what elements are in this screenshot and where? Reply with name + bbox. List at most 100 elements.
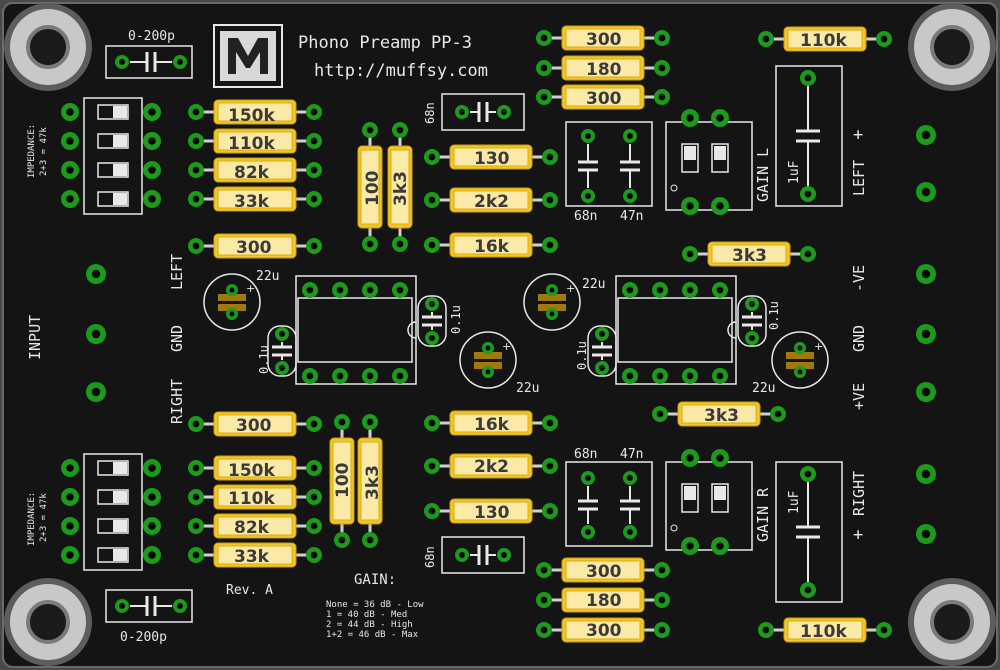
r-110k-bottom: 110k [800, 622, 847, 642]
pad-drill [599, 365, 605, 371]
pad-drill [148, 137, 156, 145]
out-right-label: RIGHT [850, 471, 868, 516]
cap-footprint-top [105, 45, 193, 79]
mount-drill [26, 600, 70, 644]
gain-r-label: GAIN R [754, 487, 772, 542]
dip-knob [113, 106, 127, 118]
resistor-label-area [360, 149, 380, 225]
resistor-label-area [217, 131, 293, 151]
pad-drill [192, 108, 200, 116]
r-mid-bottom-3: 130 [474, 503, 510, 523]
cap-68n-bottom-label: 68n [423, 546, 437, 568]
r-3k3-vert-bottom: 3k3 [363, 465, 383, 500]
cap-1uf-bottom-outline [775, 461, 843, 603]
cap-68n-l-label: 68n [574, 209, 597, 224]
pad-drill [310, 166, 318, 174]
electrolytic-outline [459, 331, 517, 389]
cap-47n-r-label: 47n [620, 447, 643, 462]
resistor-label-area [565, 28, 641, 48]
pad-drill [749, 301, 755, 307]
cap-1uf-top-label: 1uF [787, 160, 802, 184]
pos-ve-label: +VE [850, 383, 868, 410]
pad-drill [716, 286, 724, 294]
electrolytic-stripe [538, 304, 566, 311]
polarity-mark: + [502, 340, 511, 353]
r-imp-top-4: 33k [234, 192, 270, 212]
electrolytic-stripe [474, 352, 502, 359]
pad-drill [428, 419, 436, 427]
dip-knob [113, 520, 127, 532]
pad-drill [310, 464, 318, 472]
pad-drill [658, 93, 666, 101]
r-3k3-top: 3k3 [732, 246, 767, 266]
pad-drill [192, 464, 200, 472]
polarity-mark: + [814, 340, 823, 353]
r-imp-bottom-3: 82k [234, 518, 270, 538]
cap-68n-r-label: 68n [574, 447, 597, 462]
pad-drill [585, 475, 591, 481]
gain-knob [714, 486, 726, 500]
cap-68n-top-label: 68n [423, 102, 437, 124]
pad-drill [396, 372, 404, 380]
pad-drill [485, 369, 491, 375]
pad-drill [336, 286, 344, 294]
pad-drill [546, 462, 554, 470]
mount-drill [930, 25, 974, 69]
pad-drill [540, 566, 548, 574]
pad-drill [366, 372, 374, 380]
cap-22u-label-2: 22u [516, 381, 539, 396]
pad-drill [119, 59, 125, 65]
pad-drill [626, 372, 634, 380]
pad-drill [716, 454, 724, 462]
electrolytic-outline [523, 273, 581, 331]
pad-drill [921, 529, 931, 539]
pad-drill [366, 126, 374, 134]
pad-drill [66, 464, 74, 472]
pad-drill [686, 250, 694, 258]
electrolytic-stripe [474, 362, 502, 369]
dip-slot [97, 518, 129, 534]
pad-drill [366, 418, 374, 426]
component-layer: ++++ [61, 25, 936, 643]
pad-drill [192, 242, 200, 250]
board-url: http://muffsy.com [314, 61, 488, 81]
resistor-label-area [787, 29, 863, 49]
pad-drill [540, 626, 548, 634]
resistor-label-area [453, 501, 529, 521]
resistor-label-area [217, 545, 293, 565]
pad-drill [119, 603, 125, 609]
pad-drill [686, 114, 694, 122]
pad-drill [658, 64, 666, 72]
dip-switch-bottom [83, 453, 143, 571]
cap-22u-label-3: 22u [582, 277, 605, 292]
pad-drill [686, 202, 694, 210]
cap-outline [417, 295, 447, 347]
r-stack-top-1: 300 [586, 30, 622, 50]
electrolytic-outline [771, 331, 829, 389]
pad-drill [546, 507, 554, 515]
pad-drill [656, 286, 664, 294]
pad-drill [148, 493, 156, 501]
pad-drill [686, 542, 694, 550]
resistor-label-area [217, 487, 293, 507]
r-300-left-top: 300 [236, 238, 272, 258]
gain-knob [684, 146, 696, 160]
dip-switch-top [83, 97, 143, 215]
r-imp-bottom-1: 150k [228, 461, 275, 481]
pad-drill [366, 286, 374, 294]
r-stack-bottom-2: 180 [586, 591, 622, 611]
r-mid-top-3: 16k [474, 237, 510, 257]
pad-drill [501, 109, 507, 115]
pad-drill [921, 329, 931, 339]
resistor-label-area [787, 620, 863, 640]
ic-right [615, 275, 737, 385]
pad-drill [66, 108, 74, 116]
resistor-label-area [453, 190, 529, 210]
gain-switch-l [665, 121, 753, 211]
gain-line-4: 1+2 = 46 dB - Max [326, 630, 419, 640]
pad-drill [627, 133, 633, 139]
r-mid-top-2: 2k2 [474, 192, 509, 212]
pad-drill [546, 419, 554, 427]
revision-label: Rev. A [226, 583, 273, 598]
pad-drill [880, 626, 888, 634]
